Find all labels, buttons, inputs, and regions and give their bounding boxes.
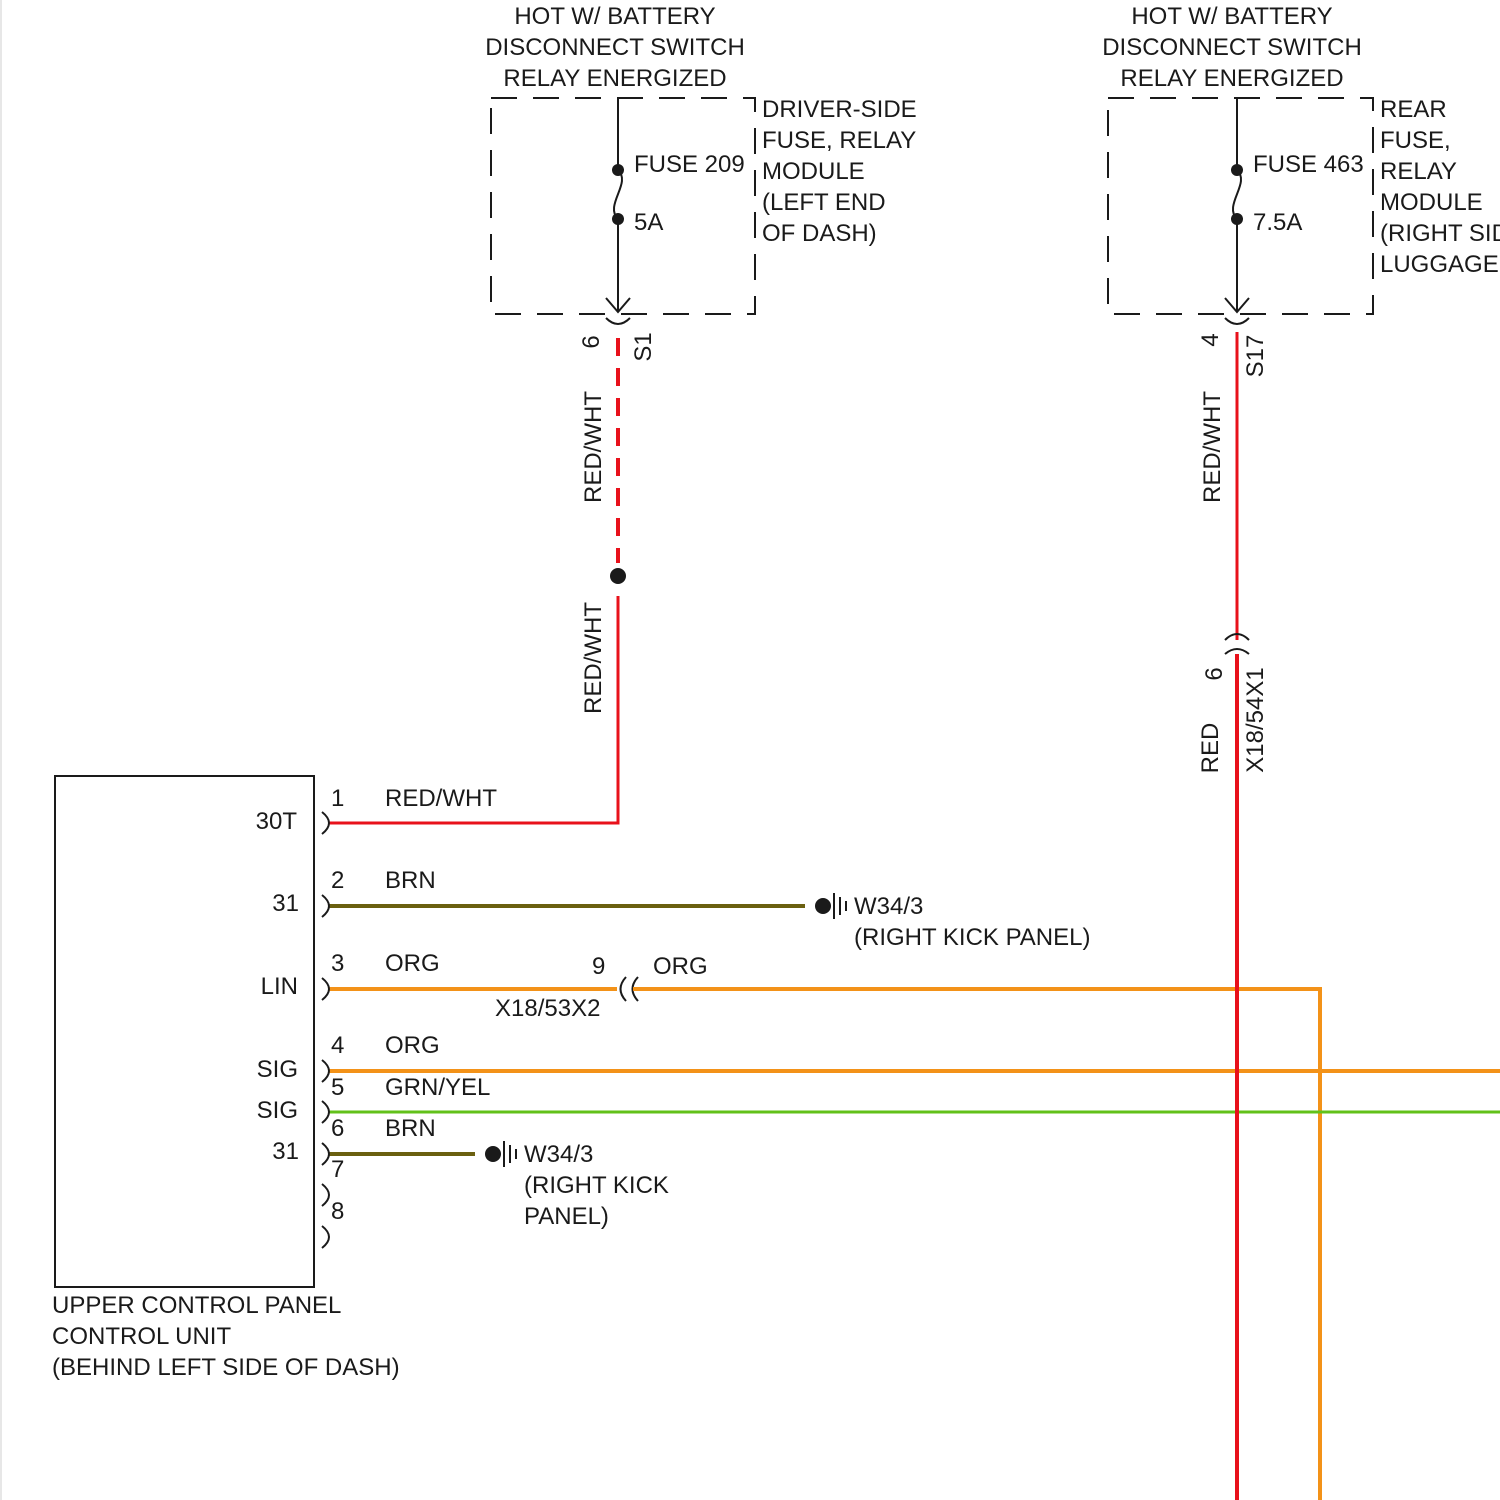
left-fuse-block: HOT W/ BATTERY DISCONNECT SWITCH RELAY E… (485, 3, 916, 362)
ground-lower-terminal (485, 1146, 501, 1162)
inline-connector-pin: 9 (592, 953, 605, 980)
right-inline-connector-bottom (1225, 649, 1249, 654)
control-unit: UPPER CONTROL PANEL CONTROL UNIT (BEHIND… (52, 776, 497, 1381)
ground-upper-location: (RIGHT KICK PANEL) (854, 924, 1090, 951)
right-pin-number: 4 (1197, 333, 1224, 346)
wire-color-pin1: RED/WHT (385, 785, 497, 812)
right-supply-line-1: HOT W/ BATTERY (1131, 3, 1332, 30)
control-unit-name-line-3: (BEHIND LEFT SIDE OF DASH) (52, 1354, 400, 1381)
wire-color-pin5: GRN/YEL (385, 1074, 490, 1101)
left-connector-symbol (606, 318, 630, 324)
pin-number-8: 8 (331, 1198, 344, 1225)
cavity-pin3 (322, 978, 329, 1000)
left-fuse-rating: 5A (634, 209, 663, 236)
right-fuse-rating: 7.5A (1253, 209, 1302, 236)
right-connector-symbol (1225, 318, 1249, 324)
pin-number-6: 6 (331, 1115, 344, 1142)
left-module-line-1: DRIVER-SIDE (762, 96, 917, 123)
right-connector-pin: 6 (1201, 667, 1228, 680)
ground-upper-name: W34/3 (854, 893, 923, 920)
right-inline-connector-id: X18/54X1 (1242, 667, 1269, 772)
left-connector-id: S1 (630, 332, 657, 361)
ground-lower: W34/3 (RIGHT KICK PANEL) (485, 1141, 669, 1230)
ground-lower-name: W34/3 (524, 1141, 593, 1168)
left-fuse-name: FUSE 209 (634, 151, 745, 178)
cavity-pin2 (322, 895, 329, 917)
pin-number-2: 2 (331, 867, 344, 894)
cavity-pin6 (322, 1143, 329, 1165)
ground-upper-terminal (815, 898, 831, 914)
pin-number-7: 7 (331, 1156, 344, 1183)
wire-org-after-connector (633, 989, 1320, 1500)
terminal-label-pin4: SIG (257, 1056, 298, 1083)
wire-color-after-connector: ORG (653, 953, 708, 980)
wire-label-left-lower: RED/WHT (580, 602, 607, 714)
right-supply-line-2: DISCONNECT SWITCH (1102, 34, 1362, 61)
left-supply-line-1: HOT W/ BATTERY (514, 3, 715, 30)
ground-lower-location-2: PANEL) (524, 1203, 609, 1230)
right-connector-id: S17 (1242, 335, 1269, 378)
right-module-boundary (1108, 98, 1373, 314)
wire-color-pin2: BRN (385, 867, 436, 894)
ground-upper: W34/3 (RIGHT KICK PANEL) (815, 893, 1090, 951)
pin-number-4: 4 (331, 1032, 344, 1059)
pin-number-5: 5 (331, 1074, 344, 1101)
cavity-pin7 (322, 1184, 329, 1206)
terminal-label-pin5: SIG (257, 1097, 298, 1124)
left-module-boundary (491, 98, 755, 314)
wire-label-left-upper: RED/WHT (580, 391, 607, 503)
ground-lower-location-1: (RIGHT KICK (524, 1172, 669, 1199)
left-fuse-symbol (614, 170, 622, 219)
left-module-line-2: FUSE, RELAY (762, 127, 916, 154)
wire-label-right-upper: RED/WHT (1199, 391, 1226, 503)
left-pin-number: 6 (578, 335, 605, 348)
right-module-line-6: LUGGAGE (1380, 251, 1499, 278)
left-supply-line-3: RELAY ENERGIZED (503, 65, 726, 92)
terminal-label-pin3: LIN (261, 973, 298, 1000)
cavity-pin1 (322, 812, 329, 834)
control-unit-name-line-2: CONTROL UNIT (52, 1323, 231, 1350)
wire-color-pin3: ORG (385, 950, 440, 977)
right-module-line-5: (RIGHT SIDE (1380, 220, 1500, 247)
right-module-line-2: FUSE, (1380, 127, 1451, 154)
cavity-pin5 (322, 1101, 329, 1123)
inline-connector-female (621, 977, 627, 1001)
right-module-line-3: RELAY (1380, 158, 1457, 185)
left-module-line-5: OF DASH) (762, 220, 877, 247)
right-fuse-name: FUSE 463 (1253, 151, 1364, 178)
inline-connector-id: X18/53X2 (495, 995, 600, 1022)
wire-color-pin6: BRN (385, 1115, 436, 1142)
pin-number-1: 1 (331, 785, 344, 812)
terminal-label-pin2: 31 (272, 890, 299, 917)
wire-color-pin4: ORG (385, 1032, 440, 1059)
control-unit-name-line-1: UPPER CONTROL PANEL (52, 1292, 341, 1319)
control-unit-box (55, 776, 314, 1287)
cavity-pin8 (322, 1226, 329, 1248)
left-supply-line-2: DISCONNECT SWITCH (485, 34, 745, 61)
right-module-line-4: MODULE (1380, 189, 1483, 216)
terminal-label-pin6: 31 (272, 1138, 299, 1165)
pin-number-3: 3 (331, 950, 344, 977)
terminal-label-pin1: 30T (256, 808, 298, 835)
left-module-line-4: (LEFT END (762, 189, 886, 216)
left-splice-dot (610, 568, 626, 584)
right-fuse-symbol (1233, 170, 1241, 219)
right-supply-line-3: RELAY ENERGIZED (1120, 65, 1343, 92)
wire-label-right-lower: RED (1197, 723, 1224, 774)
cavity-pin4 (322, 1060, 329, 1082)
right-fuse-block: HOT W/ BATTERY DISCONNECT SWITCH RELAY E… (1102, 3, 1500, 377)
right-module-line-1: REAR (1380, 96, 1447, 123)
left-module-line-3: MODULE (762, 158, 865, 185)
